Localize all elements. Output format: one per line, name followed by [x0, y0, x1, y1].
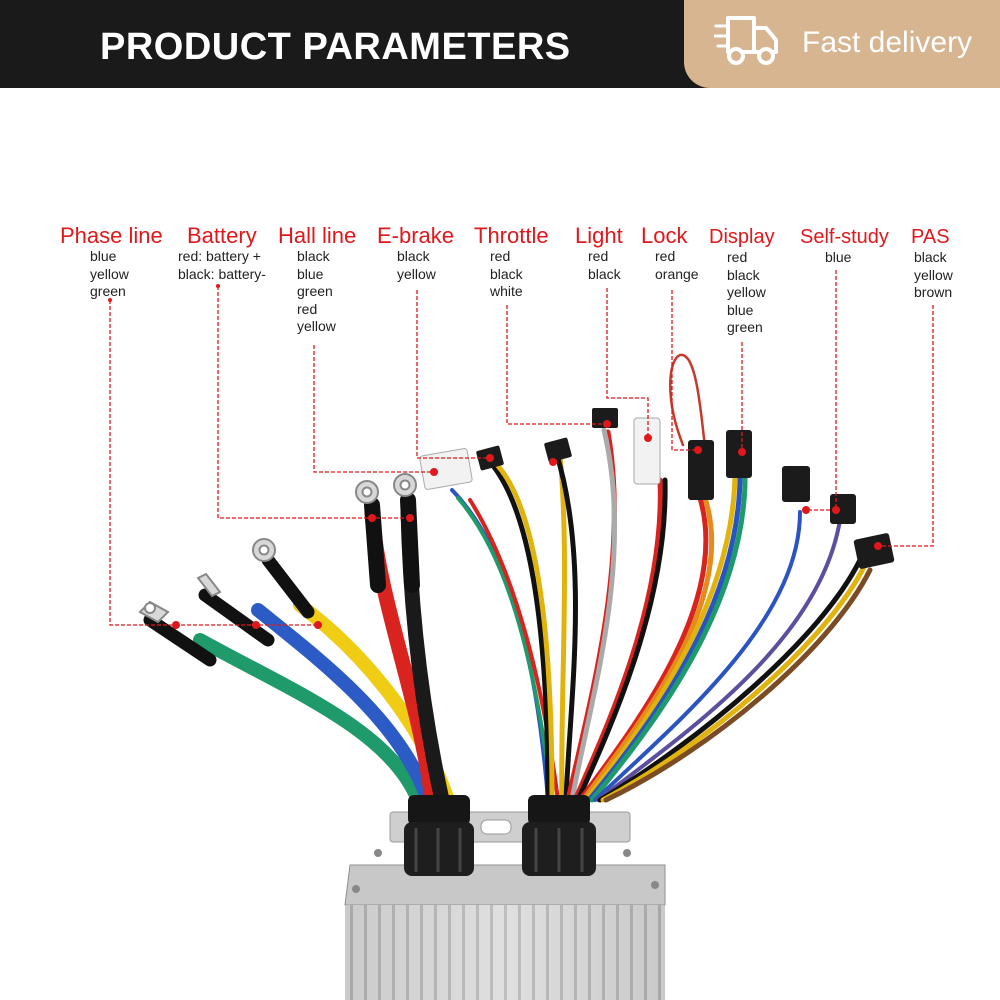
wire-color: yellow: [297, 318, 336, 334]
label-light-name: Light: [575, 223, 623, 248]
wire-color: black: [397, 248, 430, 264]
label-phase-line: Phase line blue yellow green: [60, 224, 163, 301]
label-self-study: Self-study blue: [800, 225, 889, 267]
wire-color: blue: [825, 249, 852, 265]
left-cable-bundle: [143, 492, 455, 808]
wire-color: yellow: [397, 265, 436, 282]
label-hall-line-colors: black blue green red yellow: [297, 248, 356, 336]
wire-color: blue: [297, 265, 324, 282]
label-e-brake-colors: black yellow: [397, 248, 454, 283]
label-throttle-colors: red black white: [490, 248, 549, 301]
right-cable-bundle: [450, 353, 873, 803]
label-lock: Lock red orange: [641, 224, 699, 283]
wire-color: black: [490, 265, 523, 282]
wire-color: red: [655, 248, 676, 264]
wire-color: yellow: [914, 266, 953, 283]
wire-color: black: [588, 265, 621, 282]
label-phase-line-name: Phase line: [60, 223, 163, 248]
wire-color: orange: [655, 265, 699, 282]
label-throttle-name: Throttle: [474, 223, 549, 248]
wire-color: brown: [914, 284, 953, 300]
wire-color: red: [727, 249, 748, 265]
wire-color: yellow: [90, 265, 129, 282]
label-e-brake: E-brake black yellow: [377, 224, 454, 283]
wire-color: black: [727, 266, 760, 283]
label-self-study-name: Self-study: [800, 226, 889, 248]
label-battery-colors: red: battery + black: battery-: [178, 248, 266, 283]
wire-color: white: [490, 283, 523, 299]
label-hall-line-name: Hall line: [278, 223, 357, 248]
wire-color: red: [297, 300, 318, 317]
label-pas-name: PAS: [911, 226, 950, 248]
motor-controller-box: [344, 811, 666, 1000]
label-battery: Battery red: battery + black: battery-: [178, 223, 266, 283]
label-lock-colors: red orange: [655, 248, 699, 283]
wire-color: black: battery-: [178, 265, 266, 282]
annotation-leader-lines: [109, 270, 934, 626]
label-battery-name: Battery: [187, 223, 257, 248]
cable-glands: [404, 795, 596, 876]
wire-color: black: [297, 248, 330, 264]
label-display-name: Display: [709, 226, 775, 248]
label-display: Display red black yellow blue green: [709, 225, 775, 337]
wire-color: red: [588, 248, 609, 264]
fast-delivery-text: Fast delivery: [802, 26, 973, 59]
label-pas: PAS black yellow brown: [911, 225, 953, 302]
wire-color: blue: [90, 248, 117, 264]
label-light-colors: red black: [588, 248, 623, 283]
wire-color: green: [90, 283, 126, 299]
label-self-study-colors: blue: [825, 249, 889, 267]
fast-delivery-badge: Fast delivery: [684, 0, 1000, 88]
label-e-brake-name: E-brake: [377, 223, 455, 248]
truck-icon: [714, 16, 778, 65]
wire-color: green: [297, 283, 333, 299]
annotation-marker-dots: [108, 284, 882, 629]
label-lock-name: Lock: [641, 223, 688, 248]
label-display-colors: red black yellow blue green: [727, 249, 775, 337]
wire-color: black: [914, 249, 947, 265]
wire-color: yellow: [727, 284, 766, 300]
wire-color: green: [727, 319, 763, 335]
ring-terminals: [138, 473, 417, 624]
label-phase-line-colors: blue yellow green: [90, 248, 163, 301]
connectors: [419, 408, 895, 569]
label-throttle: Throttle red black white: [474, 224, 549, 301]
page-title: PRODUCT PARAMETERS: [100, 26, 571, 68]
wire-color: red: [490, 248, 511, 264]
label-light: Light red black: [575, 224, 623, 283]
label-hall-line: Hall line black blue green red yellow: [278, 224, 356, 336]
wire-color: red: battery +: [178, 248, 261, 264]
wire-color: blue: [727, 301, 754, 318]
label-pas-colors: black yellow brown: [914, 249, 953, 302]
